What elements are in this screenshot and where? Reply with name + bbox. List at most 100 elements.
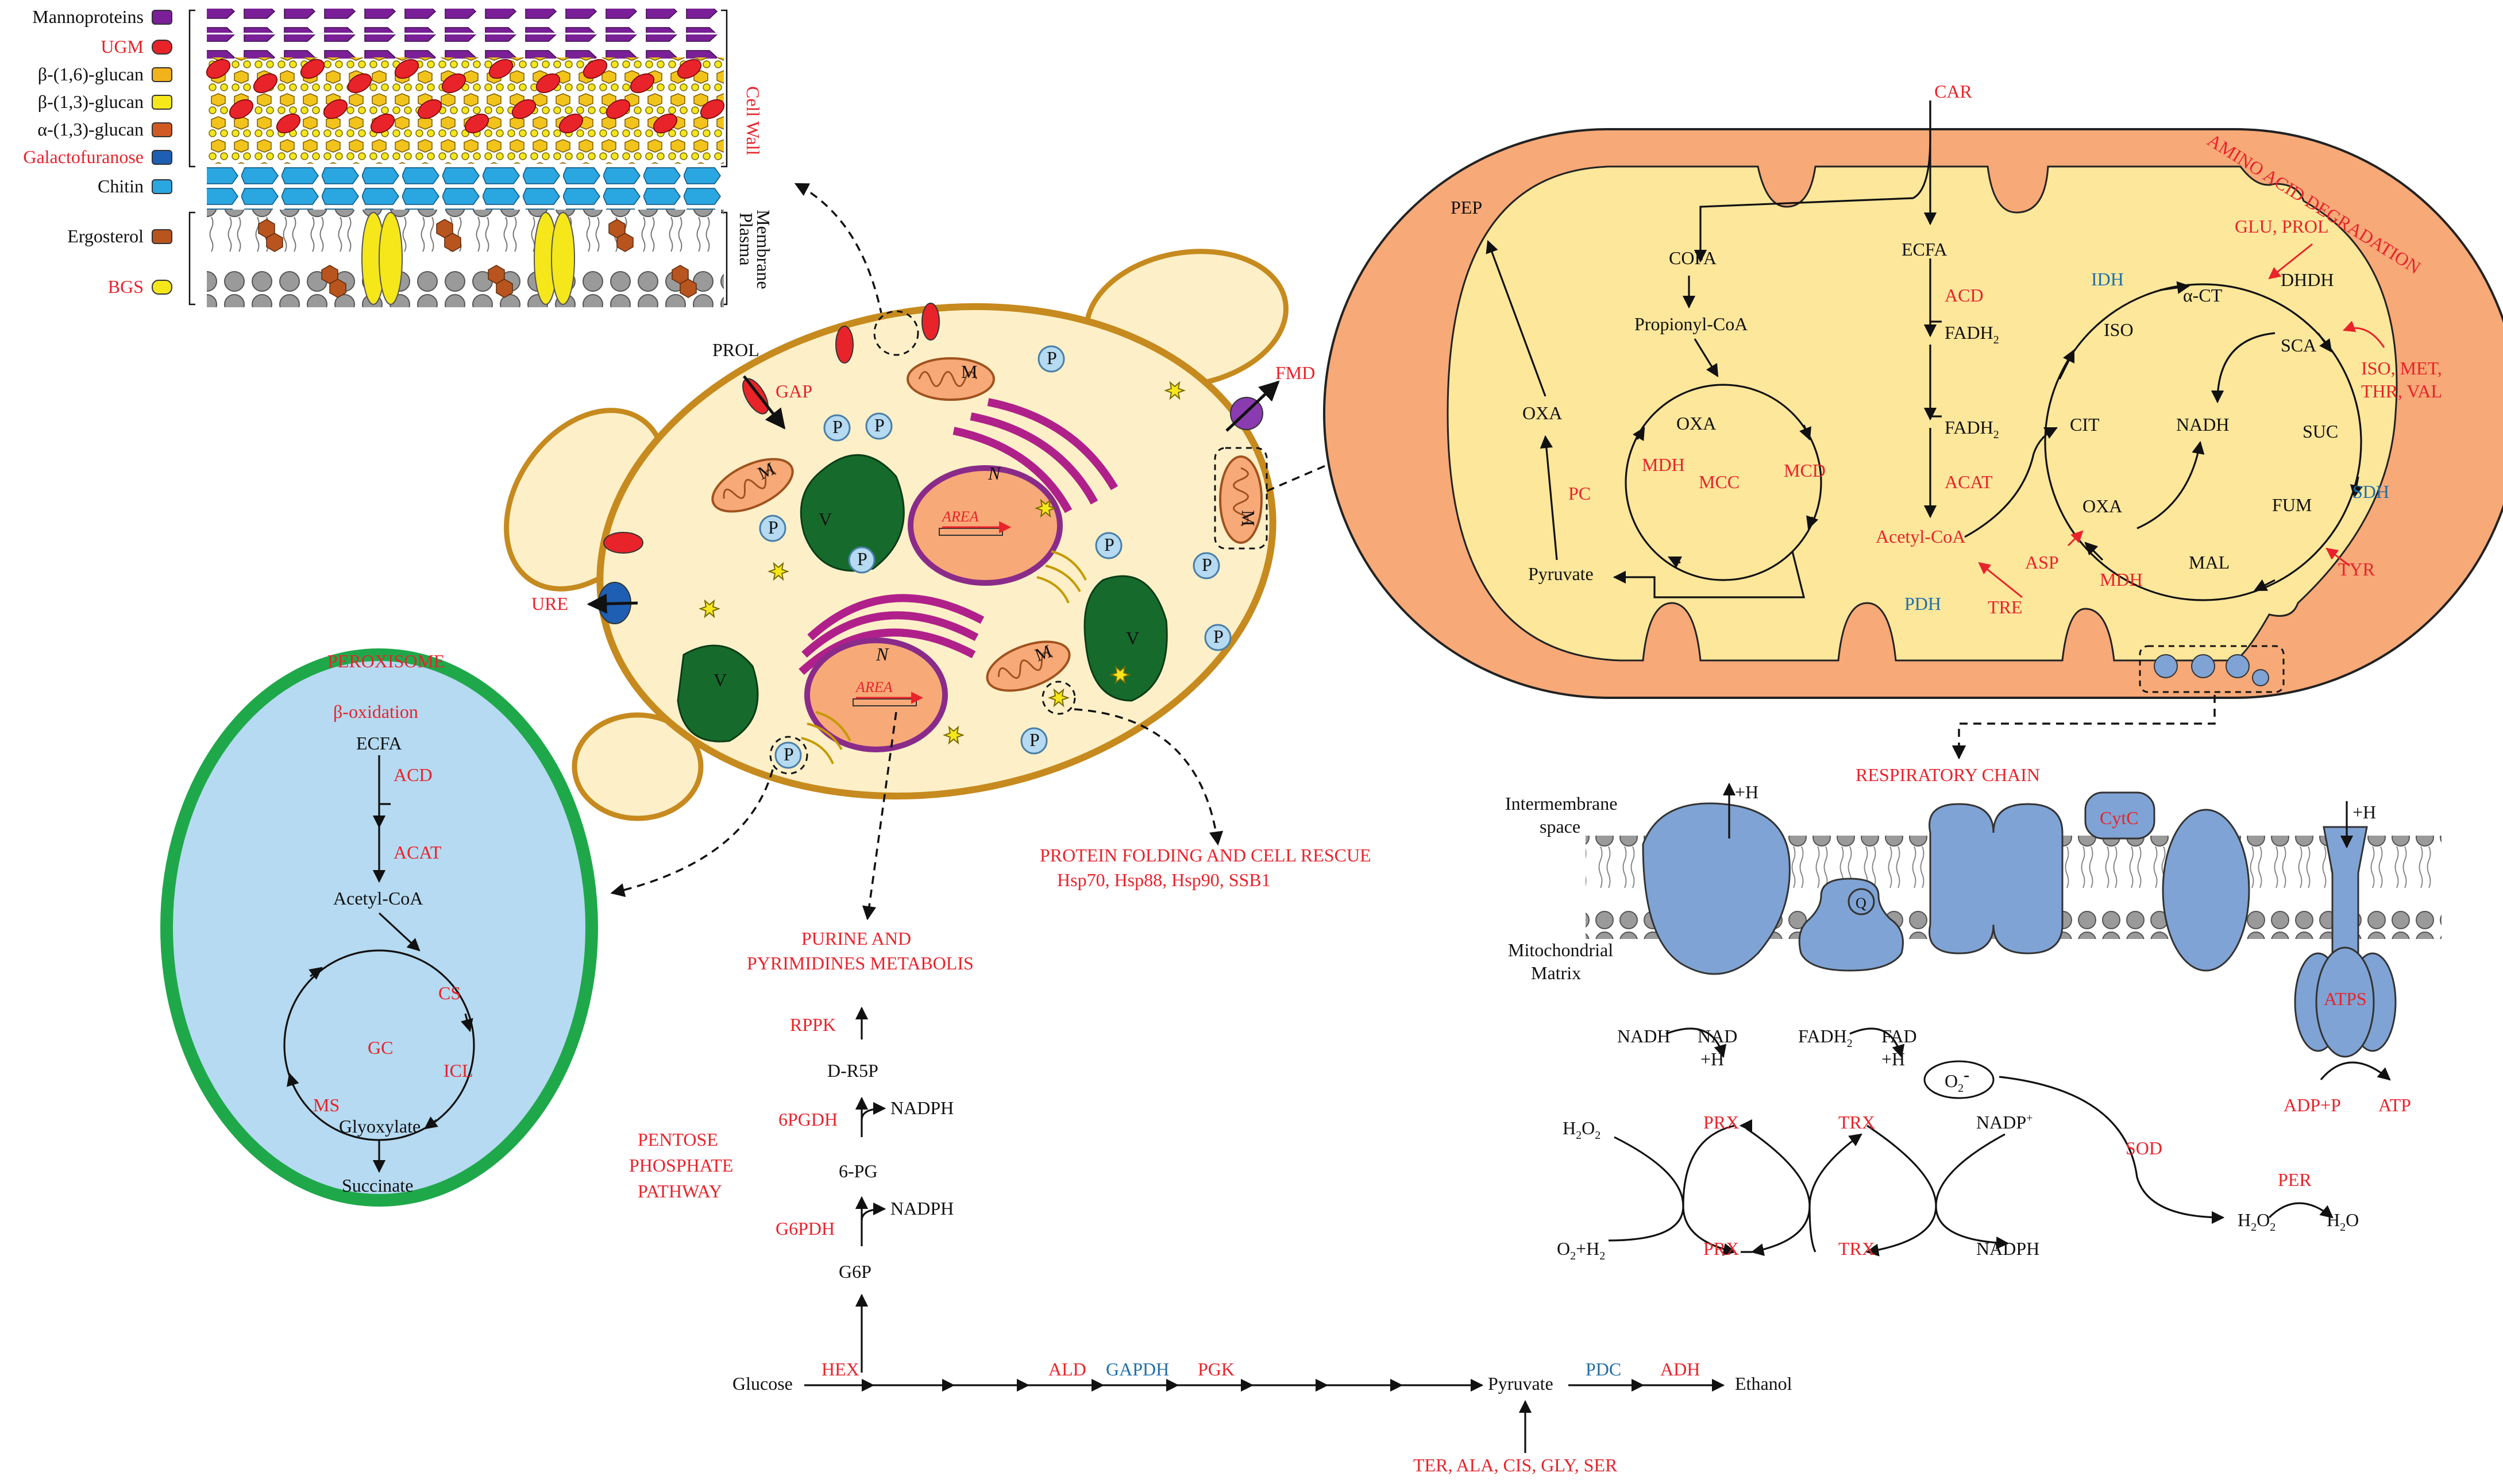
prx-top-label: PRX (1703, 1112, 1739, 1133)
wall-zoom-arrow (794, 183, 883, 316)
nucleus-label: N (876, 644, 889, 664)
mito-label: M (1238, 510, 1259, 526)
chaperone-star (1163, 381, 1186, 400)
legend-label: α-(1,3)-glucan (37, 119, 144, 140)
ms-label: MS (313, 1095, 340, 1115)
mannoprotein-layer-2 (207, 34, 724, 59)
legend-label: β-(1,6)-glucan (38, 64, 144, 84)
heat-shock-proteins: Hsp70, Hsp88, Hsp90, SSB1 (1057, 869, 1271, 890)
chaperone-star (1109, 665, 1132, 685)
cell-wall-legend: MannoproteinsUGMβ-(1,6)-glucanβ-(1,3)-gl… (23, 6, 774, 307)
tca-cycle (2044, 283, 2362, 601)
fmd-label: FMD (1275, 362, 1315, 383)
ugm-mark (300, 59, 325, 79)
area-label: AREA (855, 679, 893, 695)
mdh-tca-label: MDH (2100, 569, 2143, 590)
bgs-protein (379, 212, 403, 305)
prol-label: PROL (712, 339, 759, 360)
ergosterol-mark (321, 265, 346, 298)
q-label: Q (1856, 895, 1866, 911)
fadh2-label-a: FADH2 (1945, 322, 1999, 346)
mitochondrion-detail: AMINO ACID DEGRADATION (1323, 81, 2503, 699)
ugm-mark (276, 113, 301, 134)
legend-swatch (152, 179, 172, 194)
peroxisome-label: P (832, 416, 843, 437)
nadph-1-label: NADPH (890, 1097, 954, 1118)
g6pdh-label: G6PDH (776, 1218, 835, 1239)
mitochondrion: M (907, 357, 995, 401)
peroxisome-membrane (160, 648, 598, 1207)
pc-label: PC (1568, 483, 1591, 504)
ecfa-perox-label: ECFA (356, 733, 402, 753)
peroxisome: P (1038, 345, 1065, 373)
resp-zoom-arrow (1952, 695, 2216, 760)
fad-label: FAD (1881, 1026, 1917, 1046)
ugm-mark (253, 73, 278, 94)
purine-zoom-arrow (862, 712, 897, 921)
vacuole (1083, 575, 1168, 702)
peroxisome-label: P (768, 517, 778, 538)
ugm-mark (630, 73, 655, 94)
mito-zoom-box (1214, 447, 1268, 550)
pdc-label: PDC (1586, 1359, 1621, 1379)
ugm-mark (535, 73, 561, 94)
ure-arrow (587, 593, 638, 614)
acat-mito-label: ACAT (1945, 472, 1993, 492)
propionyl-coa-label: Propionyl-CoA (1634, 314, 1748, 334)
membrane-label: Membrane (753, 210, 774, 289)
iso-met-label: ISO, MET, (2361, 358, 2442, 378)
peroxisome-title: PEROXISOME (327, 651, 445, 671)
6pgdh-label: 6PGDH (778, 1109, 838, 1130)
oxa-nadh-arrow (2136, 440, 2205, 530)
ugm-mark (347, 73, 372, 94)
ecfa-mito-label: ECFA (1902, 239, 1947, 260)
suc-label: SUC (2303, 421, 2338, 442)
atp-label: ATP (2378, 1095, 2411, 1115)
atps-label: ATPS (2324, 988, 2367, 1009)
chitin-layer-2 (207, 190, 724, 210)
nadph-2-label: NADPH (890, 1198, 954, 1219)
ergosterol-mark (488, 265, 513, 298)
proton-label-2: +H (2352, 802, 2376, 822)
vacuole-label: V (819, 509, 832, 530)
peroxisome-label: P (1213, 626, 1224, 647)
peroxisome: P (823, 414, 851, 442)
acetyl-coa-perox-label: Acetyl-CoA (333, 888, 423, 909)
acetyl-coa-mito-label: Acetyl-CoA (1876, 526, 1965, 547)
acat-perox-label: ACAT (394, 842, 442, 863)
ugm-mark (653, 113, 678, 134)
nadp-label: NADP+ (1976, 1112, 2033, 1133)
nad-h-label: +H (1700, 1049, 1724, 1069)
beta-oxidation-label: β-oxidation (333, 701, 418, 722)
peroxisome-label: P (874, 415, 885, 435)
glu-prol-label: GLU, PROL (2235, 216, 2329, 237)
mcd-label: MCD (1784, 460, 1826, 481)
complex-iv (2162, 809, 2250, 972)
ethanol-label: Ethanol (1735, 1373, 1792, 1394)
g6p-label: G6P (839, 1261, 871, 1282)
peroxisome-zoom-circle (769, 736, 808, 775)
ugm-mark (394, 59, 419, 79)
pentose-phosphate-pathway: PURINE AND PYRIMIDINES METABOLIS RPPK D-… (629, 928, 974, 1373)
complex-ii (1798, 878, 1904, 972)
nadh-tca-label: NADH (2176, 414, 2229, 435)
tre-label: TRE (1988, 597, 2022, 617)
peroxisome-label: P (1047, 347, 1057, 368)
ugm-mark (511, 99, 537, 119)
ugm-mark (370, 113, 395, 134)
ald-label: ALD (1048, 1359, 1086, 1379)
pyruvate-mito-label: Pyruvate (1528, 563, 1594, 584)
fmd-arrow (1225, 380, 1280, 432)
prx-bottom-label: PRX (1703, 1238, 1739, 1259)
star-zoom-circle (1042, 681, 1076, 715)
membrane-protein (603, 532, 643, 554)
cell-wall-label: Cell Wall (743, 86, 763, 155)
peroxisome: P (774, 741, 802, 769)
nucleus-label: N (988, 463, 1001, 484)
acd-mito-label: ACD (1945, 285, 1984, 306)
peroxisome: P (1193, 552, 1220, 579)
legend-swatch (152, 280, 172, 295)
icl-label: ICL (443, 1060, 473, 1081)
glyoxylate-label: Glyoxylate (339, 1116, 421, 1137)
ppp-title-3: PATHWAY (638, 1181, 722, 1201)
